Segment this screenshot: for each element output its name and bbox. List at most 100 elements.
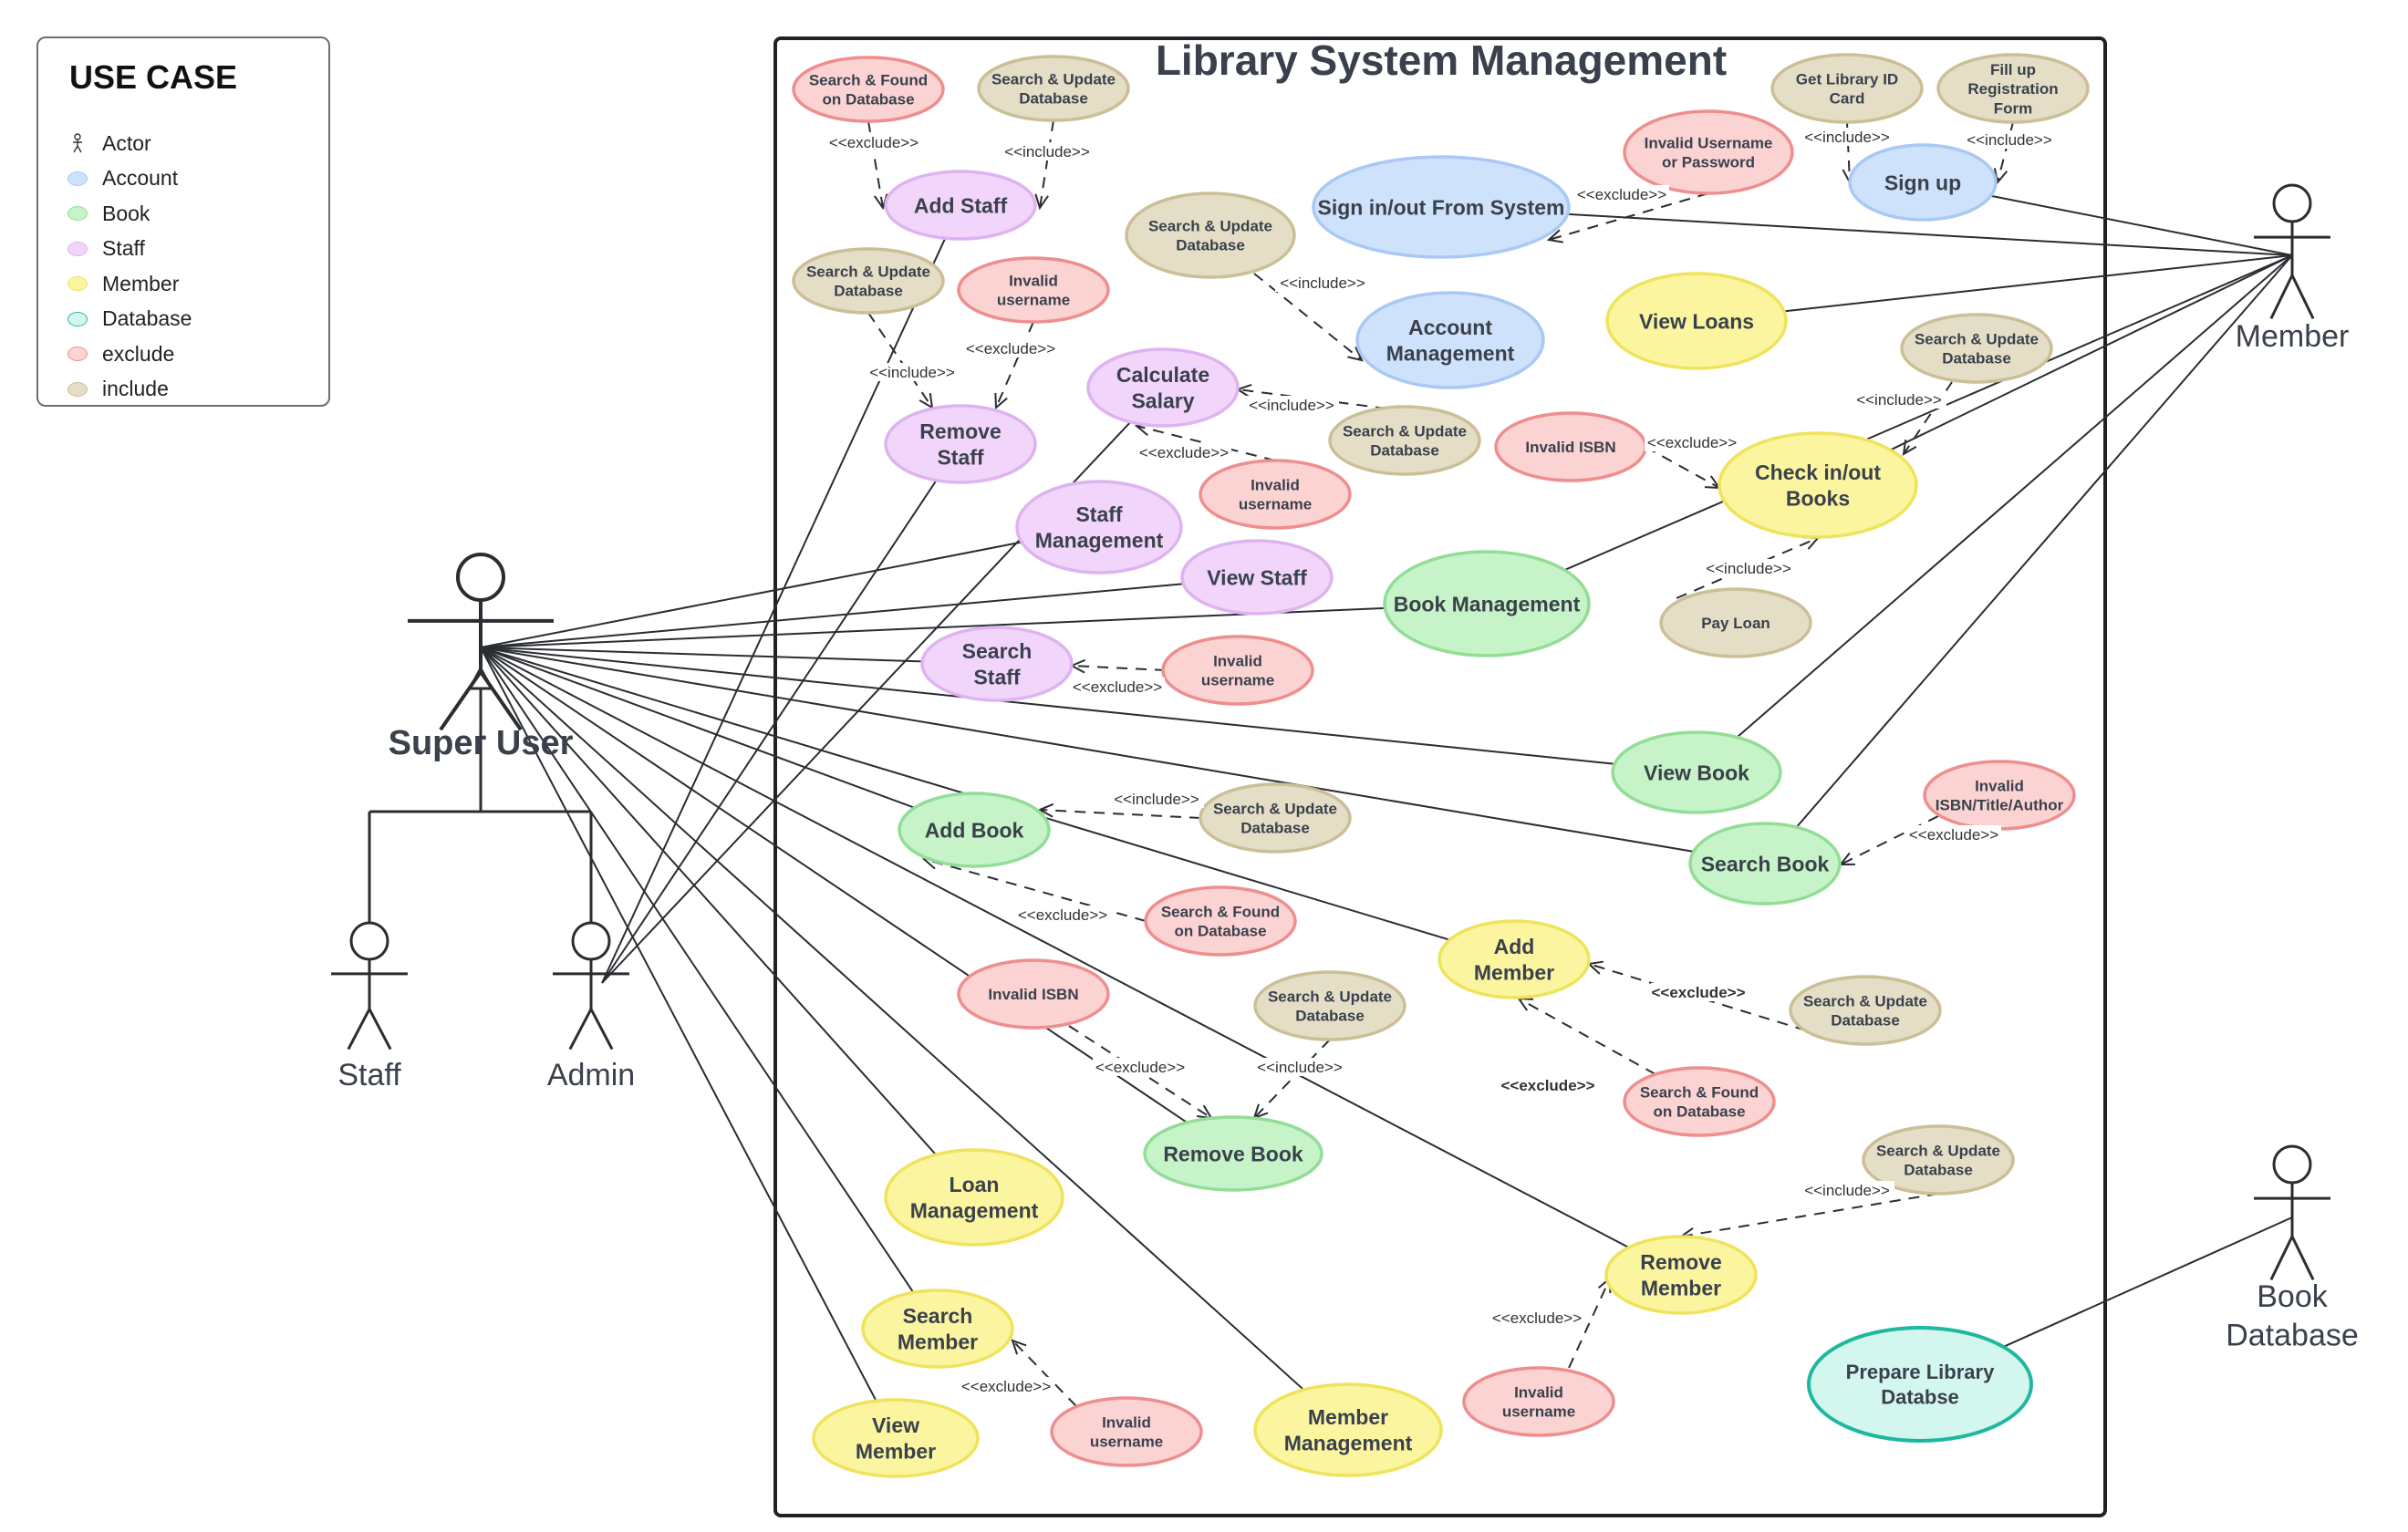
relationship-n21-add-member <box>1518 998 1656 1075</box>
actor-label: Super User <box>389 724 574 762</box>
legend-swatch <box>67 311 88 326</box>
relationship-label-bg <box>1906 825 2001 844</box>
ellipse <box>1143 1115 1323 1192</box>
ellipse <box>1623 1066 1776 1137</box>
relationship-label-bg <box>1800 1181 1894 1199</box>
label-line: Management <box>910 1199 1039 1223</box>
relationship-label-n11: <<include>> <box>1967 131 2052 149</box>
label-line: Database <box>1942 350 2011 367</box>
actor-super-user: Super User <box>389 553 574 762</box>
legend-label: Member <box>102 271 180 295</box>
legend-item-exclude: exclude <box>67 338 174 369</box>
relationship-label-bg <box>1852 390 1946 409</box>
label-line: Search & Update <box>1148 217 1272 234</box>
label-line: username <box>997 292 1070 309</box>
label-line: Loan <box>950 1173 1000 1196</box>
label-line: Pay Loan <box>1701 615 1770 632</box>
relationship-label-n2: <<include>> <box>1004 143 1090 160</box>
arrowhead-n2 <box>1034 193 1049 211</box>
association-super-user-search-member <box>480 647 915 1293</box>
arrowhead-n3 <box>919 393 934 409</box>
ellipse <box>792 247 945 315</box>
relationship-n1-add-staff <box>867 120 884 209</box>
actor-label: Member <box>2236 319 2350 354</box>
label-line: Staff <box>1075 502 1122 526</box>
ellipse <box>1355 291 1545 389</box>
association-member-book-management <box>1563 254 2293 572</box>
association-super-user-add-book <box>480 647 915 809</box>
ellipse <box>920 626 1074 702</box>
actor-label: Admin <box>547 1058 635 1092</box>
actor-label: Book <box>2257 1279 2328 1314</box>
relationship-label-n6: <<include>> <box>1249 397 1334 414</box>
arrowhead-n12 <box>1902 440 1917 456</box>
ellipse <box>1770 53 1924 124</box>
use-case-book-management: Book Management <box>1383 550 1591 657</box>
ellipse <box>1050 1396 1203 1467</box>
use-case-view-book: View Book <box>1611 730 1782 814</box>
relationship-label-bg <box>1701 559 1796 577</box>
label-line: username <box>1239 496 1312 513</box>
label-line: Remove Book <box>1163 1142 1303 1165</box>
relationship-label-n24: <<exclude>> <box>961 1378 1051 1395</box>
relationship-label-bg <box>963 339 1058 357</box>
relationship-n13-check-in-out-books <box>1645 446 1720 489</box>
use-case-add-staff: Add Staff <box>884 170 1037 241</box>
relationship-label-n5: <<include>> <box>1280 274 1365 292</box>
label-line: View Loans <box>1639 309 1754 333</box>
relationship-n24-search-member <box>1012 1340 1077 1407</box>
actor-admin: Admin <box>547 921 635 1092</box>
label-line: Invalid <box>1213 652 1262 669</box>
relationship-label-bg <box>1000 142 1095 160</box>
label-line: Invalid ISBN <box>1525 439 1615 456</box>
arrowhead-n18 <box>1196 1104 1213 1120</box>
label-line: Salary <box>1131 389 1194 413</box>
label-line: Staff <box>937 446 983 470</box>
label-line: Database <box>1240 820 1310 837</box>
legend-item-book: Book <box>67 198 150 229</box>
label-line: Sign in/out From System <box>1318 195 1565 219</box>
ellipse <box>1611 730 1782 814</box>
label-line: Remove <box>1640 1250 1721 1274</box>
association-member-view-loans <box>1783 254 2293 313</box>
label-line: Book Management <box>1394 592 1581 616</box>
legend-item-database: Database <box>67 304 192 335</box>
relationship-label-n1: <<exclude>> <box>829 134 919 151</box>
relationship-label-bg <box>1800 128 1894 146</box>
legend-label: include <box>102 377 169 400</box>
use-case-nodes: Add StaffRemoveStaffCalculateSalaryStaff… <box>792 53 2090 1478</box>
label-line: on Database <box>1653 1103 1745 1121</box>
arrowhead-n9 <box>1546 229 1563 243</box>
label-line: Database <box>1370 442 1439 460</box>
relationship-label-n9: <<exclude>> <box>1577 186 1666 203</box>
actor-head <box>349 921 389 961</box>
ellipse <box>1015 480 1183 574</box>
ellipse <box>1900 313 2053 384</box>
legend-item-member: Member <box>67 268 179 299</box>
actor-head <box>2272 183 2312 223</box>
legend-title: USE CASE <box>69 58 238 96</box>
label-line: Add <box>1494 935 1535 958</box>
association-lines <box>480 194 2293 1402</box>
label-line: Invalid <box>1514 1383 1563 1401</box>
ellipse <box>1383 550 1591 657</box>
label-line: View Book <box>1644 761 1749 784</box>
association-member-view-book <box>1736 254 2293 739</box>
ellipse <box>1936 53 2090 124</box>
legend-swatch <box>67 347 88 361</box>
relationship-n4-remove-staff <box>995 321 1034 409</box>
label-line: Database <box>1019 90 1088 108</box>
